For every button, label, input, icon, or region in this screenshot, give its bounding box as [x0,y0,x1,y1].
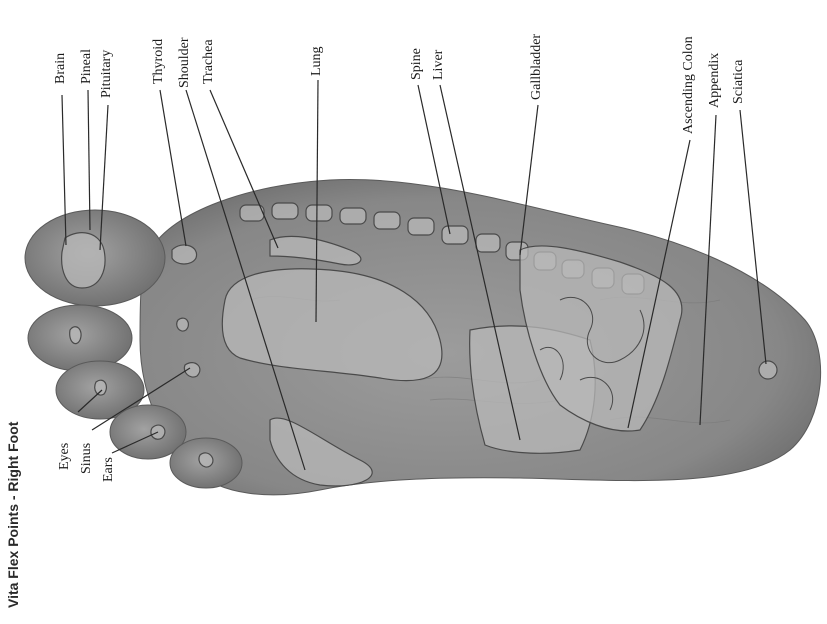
toe-zone-5 [199,453,213,467]
label-brain: Brain [54,53,68,84]
label-pituitary: Pituitary [100,50,114,98]
label-trachea: Trachea [202,39,216,84]
toe-zone-small [177,318,189,331]
label-thyroid: Thyroid [152,39,166,84]
page-title: Vita Flex Points - Right Foot [6,422,20,608]
label-pineal: Pineal [80,49,94,84]
label-sinus: Sinus [80,443,94,474]
label-ascending-colon: Ascending Colon [682,36,696,134]
label-shoulder: Shoulder [178,37,192,88]
label-liver: Liver [432,50,446,80]
sciatica-zone [759,361,777,379]
label-appendix: Appendix [708,53,722,108]
label-eyes: Eyes [58,443,72,470]
label-ears: Ears [102,457,116,482]
toe-zone-2 [70,327,81,344]
brain-zone [62,233,105,288]
label-gallbladder: Gallbladder [530,34,544,100]
label-lung: Lung [310,46,324,76]
eyes-zone [95,380,107,395]
label-sciatica: Sciatica [732,60,746,104]
label-spine: Spine [410,48,424,80]
thyroid-zone [172,245,197,264]
